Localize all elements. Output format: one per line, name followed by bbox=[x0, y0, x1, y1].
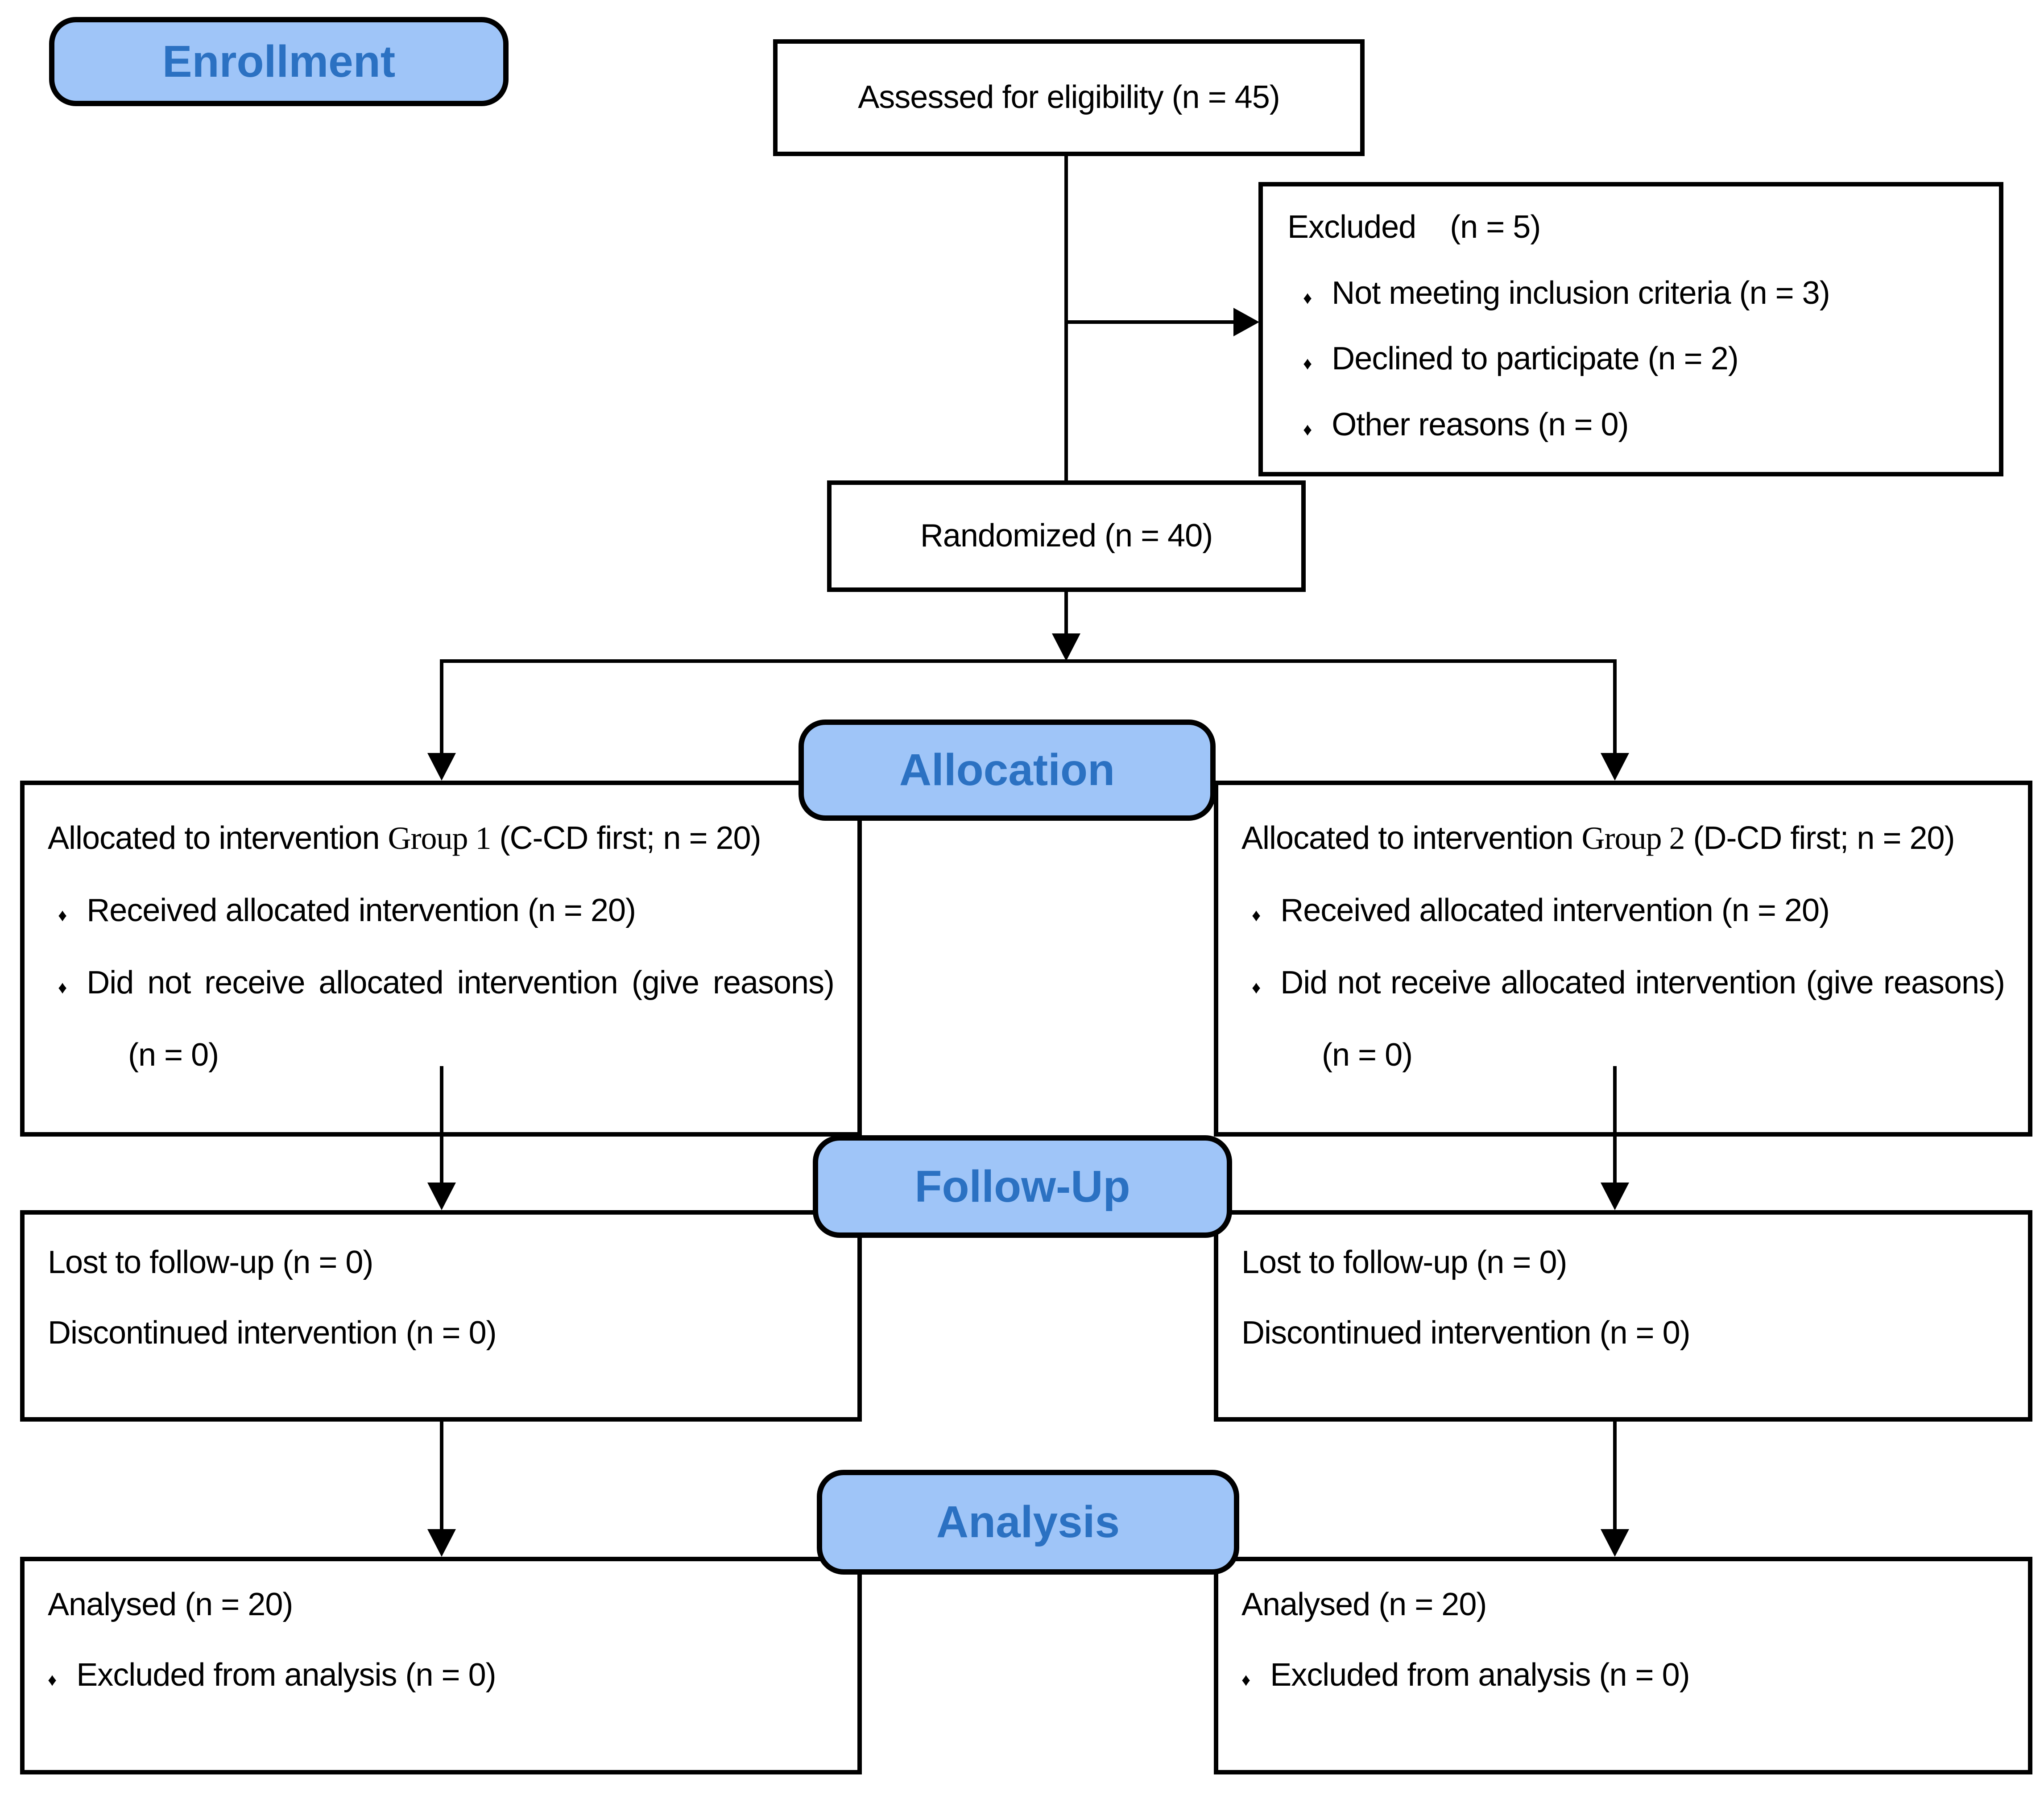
allocation-left-item-text: Received allocated intervention (n = 20) bbox=[87, 893, 636, 928]
diamond-bullet-icon: ♦ bbox=[1241, 1670, 1250, 1690]
excluded-title: Excluded (n = 5) bbox=[1287, 209, 1541, 245]
excluded-item-text: Declined to participate (n = 2) bbox=[1332, 341, 1739, 377]
connector-followup-to-analysis-right bbox=[1613, 1422, 1617, 1529]
followup-right-line: Lost to follow-up (n = 0) bbox=[1241, 1245, 1567, 1280]
stage-analysis-label: Analysis bbox=[936, 1497, 1120, 1547]
stage-followup: Follow-Up bbox=[813, 1135, 1232, 1238]
excluded-item-text: Not meeting inclusion criteria (n = 3) bbox=[1332, 275, 1830, 311]
arrowhead-allocation-left-icon bbox=[427, 753, 456, 781]
allocation-left-item-text: Did not receive allocated intervention (… bbox=[87, 965, 835, 1073]
allocation-right-box: Allocated to intervention Group 2 (D-CD … bbox=[1214, 781, 2032, 1137]
analysis-right-box: Analysed (n = 20) ♦ Excluded from analysi… bbox=[1214, 1557, 2032, 1774]
allocation-right-intro: Allocated to intervention Group 2 (D-CD … bbox=[1241, 802, 2005, 874]
stage-allocation: Allocation bbox=[799, 720, 1216, 821]
connector-randomized-to-split bbox=[1064, 592, 1068, 633]
arrowhead-allocation-right-icon bbox=[1601, 753, 1629, 781]
allocation-left-box: Allocated to intervention Group 1 (C-CD … bbox=[20, 781, 862, 1137]
allocation-right-item: ♦ Received allocated intervention (n = 20… bbox=[1241, 874, 2005, 947]
stage-enrollment-label: Enrollment bbox=[162, 36, 396, 87]
arrowhead-followup-right-icon bbox=[1601, 1183, 1629, 1210]
excluded-box: Excluded (n = 5) ♦ Not meeting inclusion … bbox=[1258, 182, 2003, 476]
followup-left-box: Lost to follow-up (n = 0) Discontinued i… bbox=[20, 1210, 862, 1422]
diamond-bullet-icon: ♦ bbox=[58, 906, 67, 925]
arrowhead-analysis-right-icon bbox=[1601, 1529, 1629, 1557]
followup-right-line: Discontinued intervention (n = 0) bbox=[1241, 1315, 1691, 1351]
allocation-right-item: ♦ Did not receive allocated intervention … bbox=[1241, 947, 2005, 1091]
allocation-left-intro-prefix: Allocated to intervention bbox=[48, 820, 388, 856]
allocation-right-group-label: Group 2 bbox=[1581, 820, 1685, 856]
analysis-right-item-text: Excluded from analysis (n = 0) bbox=[1270, 1657, 1690, 1693]
analysis-left-box: Analysed (n = 20) ♦ Excluded from analysi… bbox=[20, 1557, 862, 1774]
connector-allocation-to-followup-left bbox=[440, 1066, 443, 1183]
randomized-text: Randomized (n = 40) bbox=[920, 518, 1213, 554]
arrowhead-followup-left-icon bbox=[427, 1183, 456, 1210]
diamond-bullet-icon: ♦ bbox=[1252, 978, 1261, 997]
connector-followup-to-analysis-left bbox=[440, 1422, 443, 1529]
assessed-box: Assessed for eligibility (n = 45) bbox=[773, 39, 1365, 156]
diamond-bullet-icon: ♦ bbox=[48, 1670, 57, 1690]
analysis-left-item: ♦ Excluded from analysis (n = 0) bbox=[48, 1640, 834, 1710]
connector-split-horizontal bbox=[442, 659, 1615, 663]
allocation-right-intro-prefix: Allocated to intervention bbox=[1241, 820, 1582, 856]
followup-right-box: Lost to follow-up (n = 0) Discontinued i… bbox=[1214, 1210, 2032, 1422]
allocation-right-intro-suffix: (D-CD first; n = 20) bbox=[1684, 820, 1955, 856]
connector-to-excluded bbox=[1066, 320, 1233, 324]
arrowhead-excluded-icon bbox=[1233, 308, 1259, 336]
allocation-left-intro-suffix: (C-CD first; n = 20) bbox=[491, 820, 761, 856]
excluded-item: ♦ Other reasons (n = 0) bbox=[1287, 392, 1974, 458]
stage-analysis: Analysis bbox=[817, 1470, 1239, 1575]
excluded-item: ♦ Not meeting inclusion criteria (n = 3) bbox=[1287, 261, 1974, 327]
arrowhead-analysis-left-icon bbox=[427, 1529, 456, 1557]
allocation-left-item: ♦ Received allocated intervention (n = 20… bbox=[48, 874, 834, 947]
stage-allocation-label: Allocation bbox=[899, 745, 1115, 795]
analysis-left-title: Analysed (n = 20) bbox=[48, 1587, 293, 1622]
analysis-right-title: Analysed (n = 20) bbox=[1241, 1587, 1487, 1622]
diamond-bullet-icon: ♦ bbox=[1252, 906, 1261, 925]
connector-allocation-to-followup-right bbox=[1613, 1066, 1617, 1183]
diamond-bullet-icon: ♦ bbox=[1303, 419, 1312, 439]
allocation-right-item-text: Received allocated intervention (n = 20) bbox=[1280, 893, 1830, 928]
allocation-left-group-label: Group 1 bbox=[388, 820, 491, 856]
diamond-bullet-icon: ♦ bbox=[58, 978, 67, 997]
excluded-item: ♦ Declined to participate (n = 2) bbox=[1287, 326, 1974, 392]
stage-enrollment: Enrollment bbox=[49, 17, 509, 106]
followup-left-line: Discontinued intervention (n = 0) bbox=[48, 1315, 497, 1351]
diamond-bullet-icon: ♦ bbox=[1303, 288, 1312, 308]
connector-split-to-allocation-right bbox=[1613, 659, 1617, 753]
randomized-box: Randomized (n = 40) bbox=[827, 480, 1306, 592]
allocation-left-item: ♦ Did not receive allocated intervention … bbox=[48, 947, 835, 1091]
allocation-right-item-text: Did not receive allocated intervention (… bbox=[1280, 965, 2005, 1073]
followup-left-line: Lost to follow-up (n = 0) bbox=[48, 1245, 373, 1280]
analysis-right-item: ♦ Excluded from analysis (n = 0) bbox=[1241, 1640, 2005, 1710]
arrowhead-split-icon bbox=[1052, 633, 1080, 661]
allocation-left-intro: Allocated to intervention Group 1 (C-CD … bbox=[48, 802, 834, 874]
connector-split-to-allocation-left bbox=[440, 659, 443, 753]
diamond-bullet-icon: ♦ bbox=[1303, 354, 1312, 374]
stage-followup-label: Follow-Up bbox=[914, 1161, 1130, 1212]
assessed-text: Assessed for eligibility (n = 45) bbox=[858, 79, 1280, 116]
connector-assessed-to-randomized bbox=[1064, 156, 1068, 480]
excluded-item-text: Other reasons (n = 0) bbox=[1332, 406, 1629, 442]
analysis-left-item-text: Excluded from analysis (n = 0) bbox=[76, 1657, 496, 1693]
